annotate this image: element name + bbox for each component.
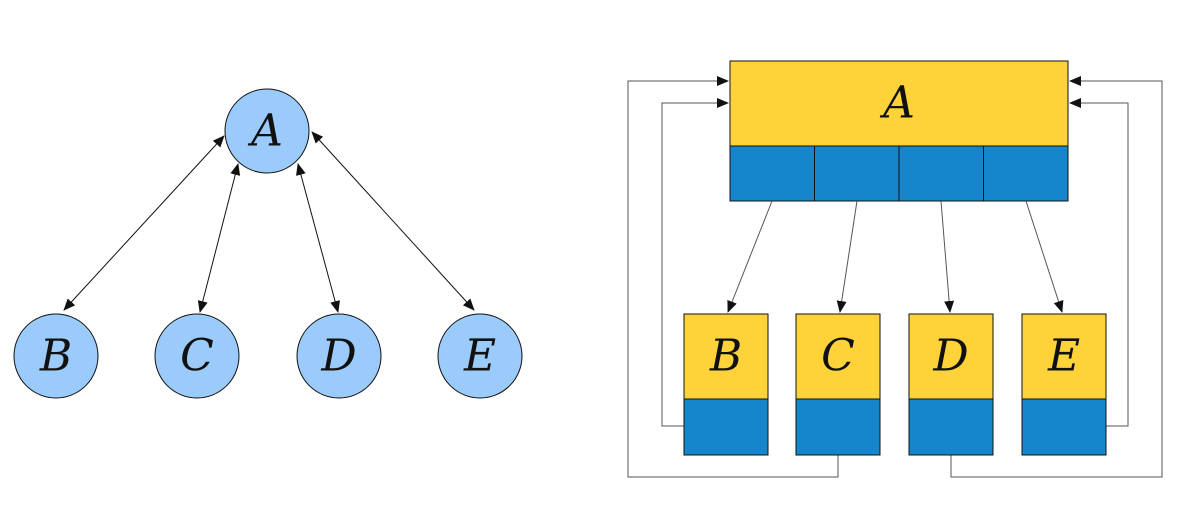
record-a-slot-4 bbox=[983, 145, 1069, 202]
edge-a-e bbox=[311, 131, 475, 311]
record-e: E bbox=[1021, 313, 1107, 456]
record-d-header bbox=[908, 313, 994, 400]
edge-a-c bbox=[197, 163, 241, 313]
left-edges bbox=[63, 131, 475, 313]
record-a: A bbox=[729, 60, 1069, 202]
parent-pointer-lines bbox=[627, 76, 1163, 478]
record-a-slot-2 bbox=[814, 145, 900, 202]
record-a-slot-1 bbox=[729, 145, 815, 202]
left-tree: A B C D E bbox=[13, 88, 523, 399]
record-a-slot-3 bbox=[898, 145, 984, 202]
node-c-label: C bbox=[180, 331, 214, 382]
record-b-header bbox=[683, 313, 769, 400]
node-c-circle bbox=[154, 313, 240, 399]
pointer-a-d bbox=[940, 200, 955, 313]
parent-link-e bbox=[1069, 98, 1129, 427]
record-e-slot bbox=[1021, 398, 1107, 456]
right-tree: A B C D E bbox=[627, 60, 1163, 478]
node-c: C bbox=[154, 313, 240, 399]
parent-link-c bbox=[627, 76, 839, 478]
pointer-a-e bbox=[1025, 200, 1064, 313]
node-e-circle bbox=[437, 313, 523, 399]
edge-a-b bbox=[63, 135, 225, 311]
record-d: D bbox=[908, 313, 994, 456]
record-a-header bbox=[729, 60, 1069, 147]
node-b: B bbox=[13, 313, 99, 399]
node-a: A bbox=[224, 88, 310, 174]
node-d-circle bbox=[296, 313, 382, 399]
pointer-a-b bbox=[727, 200, 773, 313]
parent-link-b bbox=[661, 98, 729, 427]
node-b-label: B bbox=[39, 331, 72, 382]
record-e-label: E bbox=[1047, 331, 1080, 382]
record-c-header bbox=[795, 313, 881, 400]
node-e: E bbox=[437, 313, 523, 399]
child-pointers bbox=[727, 200, 1064, 313]
record-e-header bbox=[1021, 313, 1107, 400]
record-b-slot bbox=[683, 398, 769, 456]
edge-a-d bbox=[296, 163, 340, 313]
node-b-circle bbox=[13, 313, 99, 399]
record-d-label: D bbox=[932, 331, 968, 382]
record-d-slot bbox=[908, 398, 994, 456]
node-a-label: A bbox=[247, 106, 283, 157]
pointer-a-c bbox=[836, 200, 858, 313]
parent-link-d bbox=[950, 76, 1163, 478]
record-c: C bbox=[795, 313, 881, 456]
node-d-label: D bbox=[320, 331, 356, 382]
record-c-label: C bbox=[821, 331, 855, 382]
record-c-slot bbox=[795, 398, 881, 456]
node-a-circle bbox=[224, 88, 310, 174]
record-b-label: B bbox=[709, 331, 742, 382]
record-b: B bbox=[683, 313, 769, 456]
record-a-label: A bbox=[879, 78, 915, 129]
node-e-label: E bbox=[463, 331, 496, 382]
node-d: D bbox=[296, 313, 382, 399]
